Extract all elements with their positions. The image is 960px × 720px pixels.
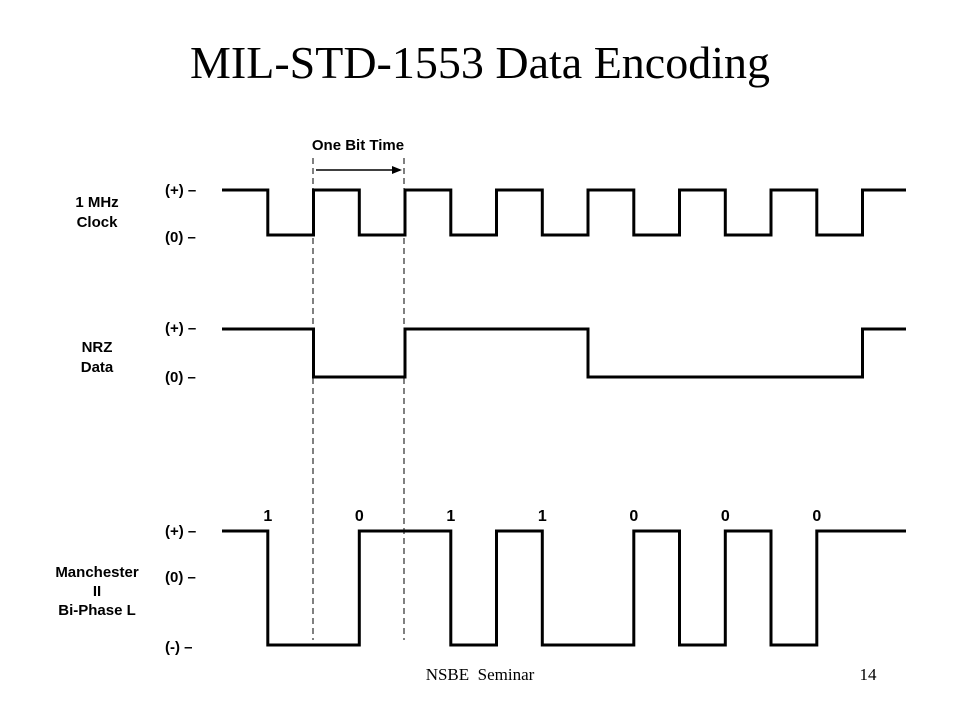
signal-manchester-level-zero: (0) – [165,569,196,586]
signal-nrz-level-zero: (0) – [165,369,196,386]
bit-label: 0 [355,508,364,525]
signal-nrz: NRZ Data (+) – (0) – [81,320,906,386]
signal-manchester: Manchester II Bi-Phase L (+) – (0) – (-)… [55,508,906,656]
signal-manchester-name-1: Manchester [55,564,139,581]
bit-time-arrow [316,166,402,174]
bit-label: 0 [721,508,730,525]
footer-text: NSBE Seminar [426,665,535,684]
signal-manchester-name-3: Bi-Phase L [58,602,136,619]
signal-nrz-name-1: NRZ [82,339,113,356]
signal-nrz-name-2: Data [81,359,114,376]
signal-manchester-level-high: (+) – [165,523,196,540]
signal-clock-name-2: Clock [77,214,119,231]
slide-title: MIL-STD-1553 Data Encoding [190,37,770,88]
signal-clock-name-1: 1 MHz [75,194,118,211]
signal-manchester-level-low: (-) – [165,639,193,656]
signal-nrz-waveform [222,327,906,379]
bit-label: 0 [629,508,638,525]
bit-label: 1 [538,508,547,525]
bit-label: 1 [446,508,455,525]
bit-label: 0 [812,508,821,525]
signal-nrz-level-high: (+) – [165,320,196,337]
signal-manchester-name-2: II [93,583,101,600]
bit-time-label: One Bit Time [312,137,404,154]
signal-clock: 1 MHz Clock (+) – (0) – [75,182,906,246]
bit-labels: 1 0 1 1 0 0 0 [263,508,821,525]
signal-clock-level-zero: (0) – [165,229,196,246]
bit-label: 1 [263,508,272,525]
signal-manchester-waveform [222,529,906,647]
signal-clock-level-high: (+) – [165,182,196,199]
page-number: 14 [860,665,878,684]
signal-clock-waveform [222,188,906,237]
